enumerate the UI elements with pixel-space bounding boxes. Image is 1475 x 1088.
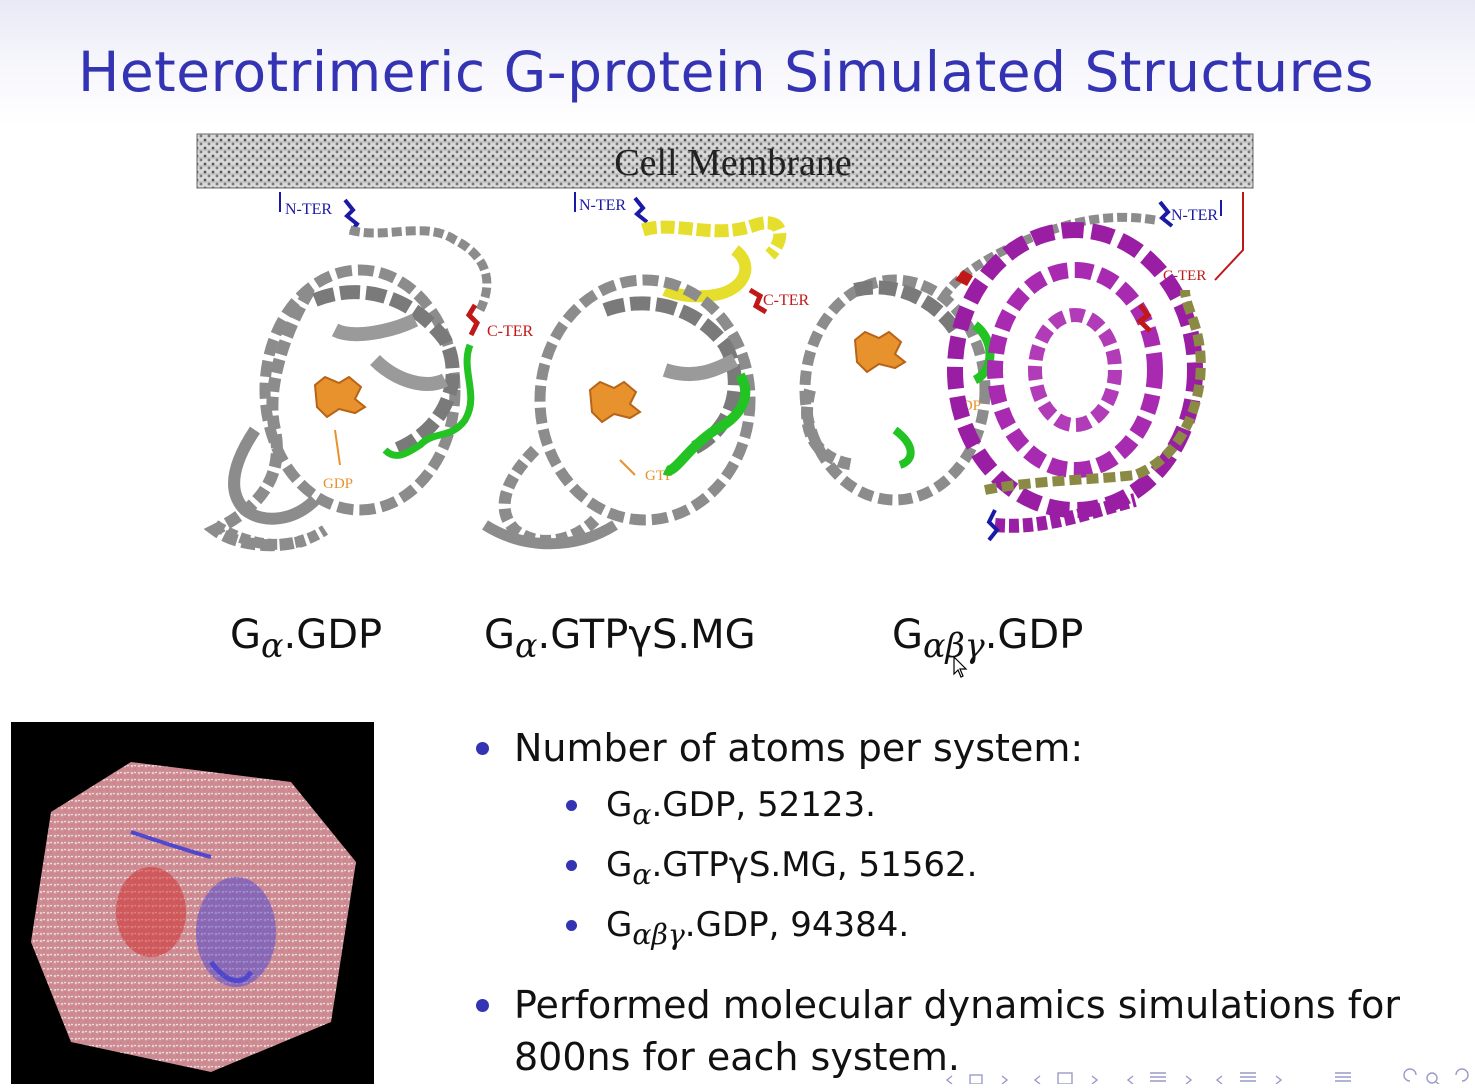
structure-galpha-gtp: N-TER C-TER GTP (482, 192, 810, 550)
simulation-box-image (11, 722, 374, 1084)
structures-svg: Cell Membrane N-TER GDP C-TER N-TER (196, 133, 1254, 552)
prev-slide-icon (945, 1075, 953, 1085)
subsection-icon (1150, 1072, 1166, 1082)
next-section-icon (1091, 1075, 1099, 1085)
subbullet-dot (566, 859, 577, 871)
nter-label-3: N-TER (1171, 207, 1218, 224)
subbullet-dot (566, 919, 577, 931)
bullet-atoms: Number of atoms per system: (470, 722, 1460, 774)
prev-section-icon (1033, 1075, 1041, 1085)
slide-title: Heterotrimeric G-protein Simulated Struc… (77, 40, 1374, 104)
bullet-dot (476, 742, 489, 755)
bullet-dot (476, 999, 489, 1013)
bullet-md-line1: Performed molecular dynamics simulations… (514, 983, 1401, 1028)
toc-icon (1335, 1072, 1351, 1082)
next-slide-icon (1001, 1075, 1009, 1085)
subbullet-galpha-gdp: Gα.GDP, 52123. (470, 780, 1460, 840)
caption-galpha-gtp: Gα.GTPγS.MG (484, 612, 756, 665)
structure-galphabetagamma-gdp: N-TER C-TER GDP (799, 192, 1244, 542)
frame-icon (969, 1074, 983, 1085)
next-subsection-icon (1185, 1075, 1193, 1085)
prev-subsection-icon (1126, 1075, 1134, 1085)
beamer-navigation (940, 1067, 1475, 1086)
undo-icon (1403, 1068, 1417, 1082)
bullet-list: Number of atoms per system: Gα.GDP, 5212… (470, 722, 1460, 1083)
protein-structures-figure: Cell Membrane N-TER GDP C-TER N-TER (195, 130, 1265, 570)
nav-icons-svg (945, 1068, 1469, 1086)
caption-galphabetagamma-gdp: Gαβγ.GDP (892, 612, 1084, 665)
cell-membrane (196, 133, 1254, 189)
bullet-atoms-text: Number of atoms per system: (514, 726, 1084, 770)
search-icon (1426, 1072, 1438, 1084)
section-icon (1057, 1072, 1073, 1085)
membrane-label: Cell Membrane (614, 142, 851, 184)
cter-label-1: C-TER (487, 323, 534, 340)
structure-galpha-gdp: N-TER GDP C-TER (203, 192, 534, 552)
subbullet-dot (566, 800, 577, 811)
cter-label-2: C-TER (763, 292, 810, 309)
water-box-render (31, 762, 356, 1072)
mouse-cursor-icon (953, 656, 968, 678)
redo-icon (1455, 1068, 1469, 1082)
subbullet-galpha-gtp: Gα.GTPγS.MG, 51562. (470, 840, 1460, 900)
subbullet-galphabetagamma-gdp: Gαβγ.GDP, 94384. (470, 900, 1460, 960)
nter-label-1: N-TER (285, 201, 332, 218)
bullet-md: Performed molecular dynamics simulations… (470, 979, 1460, 1083)
bullet-md-line2: 800ns for each system. (514, 1035, 960, 1080)
title-band (0, 0, 1475, 125)
nter-label-2: N-TER (579, 197, 626, 214)
caption-galpha-gdp: Gα.GDP (230, 612, 383, 665)
gdp-label-1: GDP (323, 476, 353, 492)
